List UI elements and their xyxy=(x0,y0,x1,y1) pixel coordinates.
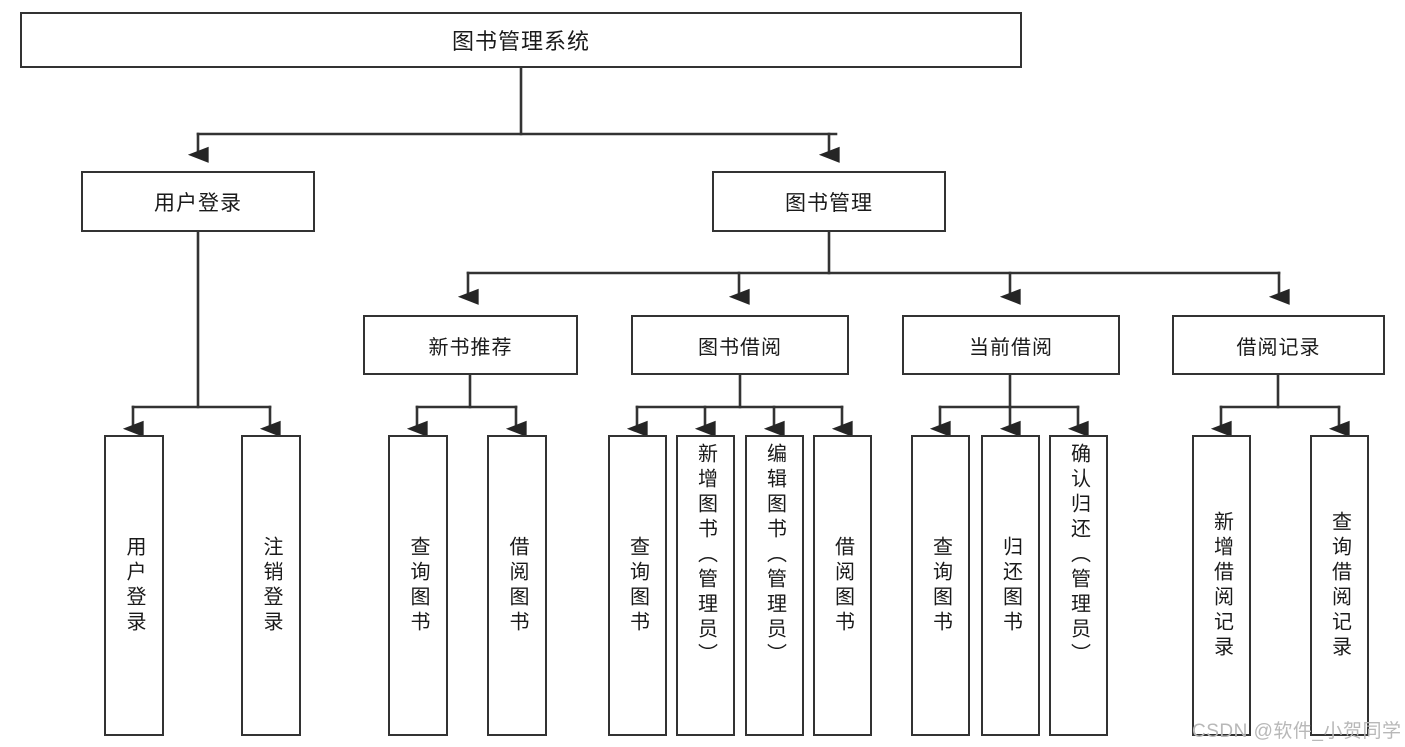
leaf-current-borrow-query[interactable]: 查询图书 xyxy=(911,435,970,736)
leaf-user-login-login[interactable]: 用户登录 xyxy=(104,435,164,736)
leaf-label: 注销登录 xyxy=(260,535,282,636)
leaf-label: 借阅图书 xyxy=(506,535,528,636)
node-new-book-recommend-label: 新书推荐 xyxy=(428,336,513,359)
leaf-label: 查询图书 xyxy=(407,535,429,636)
leaf-new-book-borrow[interactable]: 借阅图书 xyxy=(487,435,547,736)
leaf-current-borrow-confirm-return[interactable]: 确认归还（管理员） xyxy=(1049,435,1108,736)
node-user-login[interactable]: 用户登录 xyxy=(81,171,315,232)
leaf-label: 用户登录 xyxy=(123,535,145,636)
node-new-book-recommend[interactable]: 新书推荐 xyxy=(363,315,578,375)
leaf-borrow-record-add[interactable]: 新增借阅记录 xyxy=(1192,435,1251,736)
node-root[interactable]: 图书管理系统 xyxy=(20,12,1022,68)
leaf-label: 新增图书（管理员） xyxy=(694,443,717,668)
leaf-book-borrow-borrow[interactable]: 借阅图书 xyxy=(813,435,872,736)
node-book-management-label: 图书管理 xyxy=(785,191,873,215)
node-book-borrow[interactable]: 图书借阅 xyxy=(631,315,849,375)
node-borrow-record[interactable]: 借阅记录 xyxy=(1172,315,1385,375)
node-borrow-record-label: 借阅记录 xyxy=(1236,336,1321,359)
leaf-book-borrow-query[interactable]: 查询图书 xyxy=(608,435,667,736)
leaf-label: 查询图书 xyxy=(929,535,952,636)
node-user-login-label: 用户登录 xyxy=(154,191,242,215)
leaf-book-borrow-edit[interactable]: 编辑图书（管理员） xyxy=(745,435,804,736)
node-root-label: 图书管理系统 xyxy=(451,29,590,54)
leaf-book-borrow-add[interactable]: 新增图书（管理员） xyxy=(676,435,735,736)
leaf-user-login-logout[interactable]: 注销登录 xyxy=(241,435,301,736)
node-current-borrow-label: 当前借阅 xyxy=(969,336,1053,359)
leaf-label: 编辑图书（管理员） xyxy=(763,443,786,668)
leaf-label: 新增借阅记录 xyxy=(1210,510,1233,661)
leaf-label: 确认归还（管理员） xyxy=(1067,443,1090,668)
node-current-borrow[interactable]: 当前借阅 xyxy=(902,315,1120,375)
leaf-label: 借阅图书 xyxy=(831,535,854,636)
leaf-new-book-query[interactable]: 查询图书 xyxy=(388,435,448,736)
node-book-management[interactable]: 图书管理 xyxy=(712,171,946,232)
leaf-current-borrow-return[interactable]: 归还图书 xyxy=(981,435,1040,736)
node-book-borrow-label: 图书借阅 xyxy=(698,336,782,359)
leaf-borrow-record-query[interactable]: 查询借阅记录 xyxy=(1310,435,1369,736)
leaf-label: 查询图书 xyxy=(626,535,649,636)
csdn-watermark: CSDN @软件_小贺同学 xyxy=(1192,721,1402,742)
leaf-label: 查询借阅记录 xyxy=(1328,510,1351,661)
leaf-label: 归还图书 xyxy=(999,535,1022,636)
